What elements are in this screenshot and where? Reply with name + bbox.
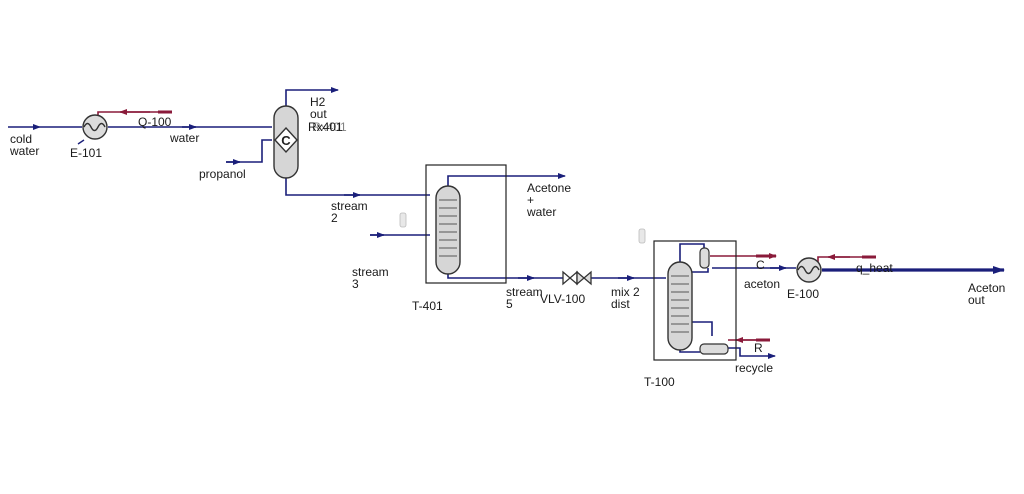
label-vlv100: VLV-100 (540, 292, 586, 306)
stream-h2-out[interactable] (285, 87, 339, 106)
label-stream-2: stream 2 (331, 199, 368, 225)
label-cold-water: cold water (10, 132, 40, 158)
label-water: water (170, 131, 200, 145)
label-t100: T-100 (644, 375, 675, 389)
label-stream-3: stream 3 (352, 265, 389, 291)
label-e101: E-101 (70, 146, 103, 160)
label-q100: Q-100 (138, 115, 172, 129)
valve-icon[interactable] (562, 270, 592, 286)
stream-recycle[interactable] (728, 347, 776, 359)
t100-subflowsheet-box[interactable] (653, 240, 737, 361)
heat-exchanger-icon[interactable] (77, 114, 108, 145)
label-h2-out: H2 out (310, 95, 327, 121)
reboiler-icon[interactable] (699, 343, 729, 355)
condenser-icon[interactable] (699, 247, 710, 269)
label-reactor: Rx401 (308, 120, 343, 134)
label-reactor-ghost: Rx401 (312, 120, 347, 134)
label-q-heat: q_heat (856, 261, 893, 275)
t100-status-marker (638, 228, 646, 244)
t100-reflux-line (690, 268, 709, 273)
label-recycle: recycle (735, 361, 774, 375)
label-stream-5: stream 5 (506, 285, 543, 311)
label-propanol: propanol (199, 167, 246, 181)
label-aceton: aceton (744, 277, 781, 291)
stream-propanol[interactable] (226, 139, 272, 163)
distillation-column-icon[interactable] (667, 261, 693, 351)
t100-overhead-line (679, 243, 705, 262)
stream-2[interactable] (285, 178, 430, 196)
distillation-column-icon[interactable] (435, 185, 461, 275)
t100-reb-line (690, 321, 713, 336)
label-r: R (754, 341, 763, 355)
stream-acetone-water[interactable] (447, 173, 566, 188)
label-mix2-dist: mix 2 dist (611, 285, 640, 311)
t401-subflowsheet-box[interactable] (425, 164, 507, 284)
label-c: C (756, 258, 765, 272)
svg-text:C: C (281, 133, 291, 148)
t401-status-marker (399, 212, 407, 228)
label-aceton-out: Aceton out (968, 281, 1006, 307)
energy-q-heat[interactable] (817, 256, 876, 262)
label-e100: E-100 (787, 287, 820, 301)
label-t401: T-401 (412, 299, 443, 313)
heat-exchanger-icon[interactable] (796, 257, 822, 283)
reactor-icon[interactable]: C (273, 105, 299, 179)
label-acetone-water: Acetone + water (527, 181, 572, 219)
